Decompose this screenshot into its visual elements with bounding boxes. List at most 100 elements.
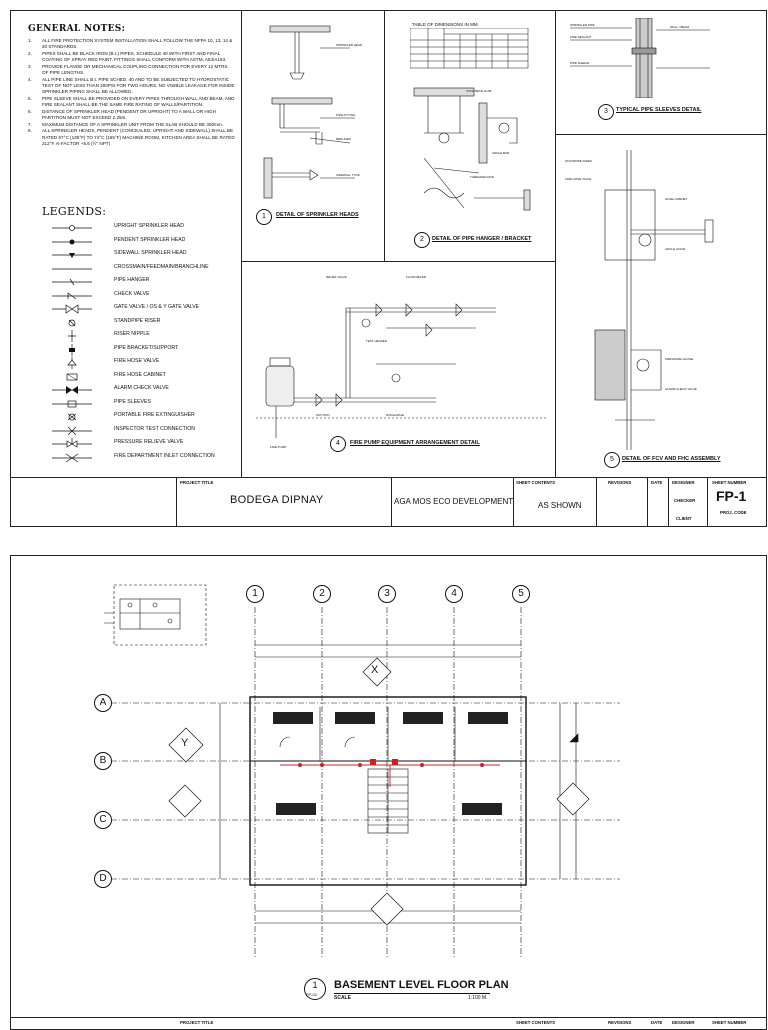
key-plan-drawing: [104, 584, 207, 646]
sleeve-symbol-icon: [52, 400, 92, 407]
legend-item: STANDPIPE RISER: [52, 317, 242, 329]
detail-3-number: 3: [598, 104, 614, 120]
legend-item: FIRE DEPARTMENT INLET CONNECTION: [52, 452, 242, 464]
legend-label: RISER NIPPLE: [114, 331, 150, 337]
legend-label: CHECK VALVE: [114, 290, 150, 297]
pipe-sleeves-detail-drawing: SPRINKLER PIPE FIRE SEALANT PIPE SLEEVE …: [570, 18, 710, 98]
legend-item: UPRIGHT SPRINKLER HEAD: [52, 222, 242, 234]
grid-column-bubble: 2: [313, 585, 331, 603]
general-note-number: 6.: [28, 108, 32, 114]
legend-label: ALARM CHECK VALVE: [114, 385, 169, 391]
alarm-symbol-icon: [52, 386, 92, 394]
general-note-text: PROVIDE FLANGE OR MECHANICAL COUPLING CO…: [42, 63, 229, 76]
svg-text:SUCTION: SUCTION: [316, 413, 330, 417]
svg-text:DISCHARGE: DISCHARGE: [386, 413, 404, 417]
svg-text:PIPE FITTING: PIPE FITTING: [336, 113, 356, 117]
plan-scale-label: SCALE: [334, 995, 351, 1001]
legend-item: CROSSMAIN/FEEDMAIN/BRANCHLINE: [52, 263, 242, 275]
legend-label: FIRE HOSE CABINET: [114, 371, 166, 378]
general-note-number: 4.: [28, 76, 32, 82]
fdc-symbol-icon: [52, 453, 92, 462]
legend-label: PIPE HANGER: [114, 277, 150, 283]
pendent-symbol-icon: [52, 239, 92, 244]
plan-number: 1: [312, 980, 318, 990]
section-marker-left-diamond: [168, 784, 202, 818]
svg-text:WALL / BEAM: WALL / BEAM: [670, 25, 689, 29]
legend-item: SIDEWALL SPRINKLER HEAD: [52, 249, 242, 261]
riser-symbol-icon: [68, 319, 76, 326]
sheet-2-designer-label: DESIGNER: [672, 1020, 695, 1025]
svg-text:CONCRETE SLAB: CONCRETE SLAB: [466, 89, 491, 93]
room-tag: [462, 803, 502, 815]
hanger-symbol-icon: [52, 278, 92, 286]
checker-label: CHECKER: [674, 498, 696, 503]
grid-row-bubble: A: [94, 694, 112, 712]
fire-pump-arrangement-drawing: RELIEF VALVE FLOW METER TEST HEADER SUCT…: [256, 275, 546, 449]
legend-item: CHECK VALVE: [52, 290, 242, 302]
section-marker-y-diamond: [168, 727, 204, 763]
legend-label: CROSSMAIN/FEEDMAIN/BRANCHLINE: [114, 263, 209, 270]
general-note-text: DISTANCE OF SPRINKLER HEAD (PENDENT OR U…: [42, 108, 216, 120]
general-note-item: 8.ALL SPRINKLER HEADS, PENDENT (CONCEALE…: [28, 128, 236, 147]
svg-text:FIRE HOSE VALVE: FIRE HOSE VALVE: [565, 177, 591, 181]
svg-text:STANDPIPE RISER: STANDPIPE RISER: [565, 159, 593, 163]
client-label: CLIENT: [676, 516, 692, 521]
svg-text:SPRINKLER HEAD: SPRINKLER HEAD: [336, 43, 363, 47]
legend-item: PRESSURE RELIEVE VALVE: [52, 438, 242, 450]
legends-title: LEGENDS:: [42, 205, 107, 218]
dimension-table: [410, 28, 529, 69]
legend-label: FIRE DEPARTMENT INLET CONNECTION: [114, 452, 215, 459]
general-note-number: 3.: [28, 63, 32, 69]
designer-label: DESIGNER: [672, 480, 695, 485]
grid-row-bubble: B: [94, 752, 112, 770]
legend-label: GATE VALVE / OS & Y GATE VALVE: [114, 304, 200, 310]
prv-symbol-icon: [52, 438, 92, 448]
room-tag: [273, 712, 313, 724]
general-note-number: 2.: [28, 50, 32, 56]
grid-column-bubble: 5: [512, 585, 530, 603]
nipple-symbol-icon: [68, 330, 76, 342]
sprinkler-heads-detail-drawing: SPRINKLER HEAD PIPE FITTING SIDEWALL TYP…: [263, 25, 363, 199]
plan-number-bubble: 1: [304, 978, 326, 1000]
legend-item: PIPE BRACKET/SUPPORT: [52, 343, 242, 356]
general-note-item: 7. MAXIMUM DISTANCE OF A SPRINKLER UNIT F…: [28, 122, 236, 128]
sheet-number-label: SHEET NUMBER: [712, 480, 747, 485]
svg-text:ANGLE VALVE: ANGLE VALVE: [665, 247, 685, 251]
plan-sheet-ref: FP-02: [306, 992, 317, 997]
room-tag: [276, 803, 316, 815]
drawing-sheet-1: GENERAL NOTES: 1.ALL FIRE PROTECTION SYS…: [10, 10, 767, 527]
title-block-sheet-number-cell: [707, 477, 767, 527]
legend-label: PENDENT SPRINKLER HEAD: [114, 236, 186, 243]
general-note-text: MAXIMUM DISTANCE OF A SPRINKLER UNIT FRO…: [42, 121, 223, 127]
owner-name: AGA MOS ECO DEVELOPMENT: [394, 497, 514, 506]
legend-item: PORTABLE FIRE EXTINGUISHER: [52, 411, 242, 423]
svg-text:TEST HEADER: TEST HEADER: [366, 339, 388, 343]
section-marker-y: Y: [181, 737, 189, 749]
section-marker-x: X: [371, 664, 379, 676]
general-note-text: PIPE SLEEVE SHALL BE PROVIDED ON EVERY P…: [42, 95, 235, 108]
legend-item: GATE VALVE / OS & Y GATE VALVE: [52, 303, 242, 315]
plan-title: BASEMENT LEVEL FLOOR PLAN: [334, 979, 509, 991]
general-note-text: ALL SPRINKLER HEADS, PENDENT (CONCEALED,…: [42, 128, 235, 146]
itc-symbol-icon: [52, 426, 92, 435]
dimension-table-title: TABLE OF DIMENSIONS IN MM: [412, 22, 478, 27]
sheet-2-project-title-label: PROJECT TITLE: [180, 1020, 214, 1025]
grid-column-bubble: 3: [378, 585, 396, 603]
general-notes-title: GENERAL NOTES:: [28, 24, 126, 34]
legend-label: PORTABLE FIRE EXTINGUISHER: [114, 412, 195, 418]
legend-label: STANDPIPE RISER: [114, 317, 161, 324]
project-title: BODEGA DIPNAY: [230, 494, 324, 506]
svg-text:ALARM CHECK VALVE: ALARM CHECK VALVE: [665, 387, 697, 391]
general-note-number: 5.: [28, 95, 32, 101]
grid-column-bubble: 1: [246, 585, 264, 603]
svg-text:REDUCER: REDUCER: [336, 137, 352, 141]
sheet-2-date-label: DATE: [651, 1020, 663, 1025]
svg-text:HOSE CABINET: HOSE CABINET: [665, 197, 688, 201]
sheet-contents-label: SHEET CONTENTS: [516, 480, 556, 485]
svg-text:PIPE SLEEVE: PIPE SLEEVE: [570, 61, 589, 65]
general-note-number: 7.: [28, 121, 32, 127]
plan-scale: 1:100 M.: [468, 995, 488, 1001]
legend-item: PENDENT SPRINKLER HEAD: [52, 236, 242, 248]
legend-label: PIPE BRACKET/SUPPORT: [114, 344, 179, 351]
general-note-item: 4.ALL PIPE LINE SHALL B.I. PIPE SCHED. 4…: [28, 77, 236, 96]
